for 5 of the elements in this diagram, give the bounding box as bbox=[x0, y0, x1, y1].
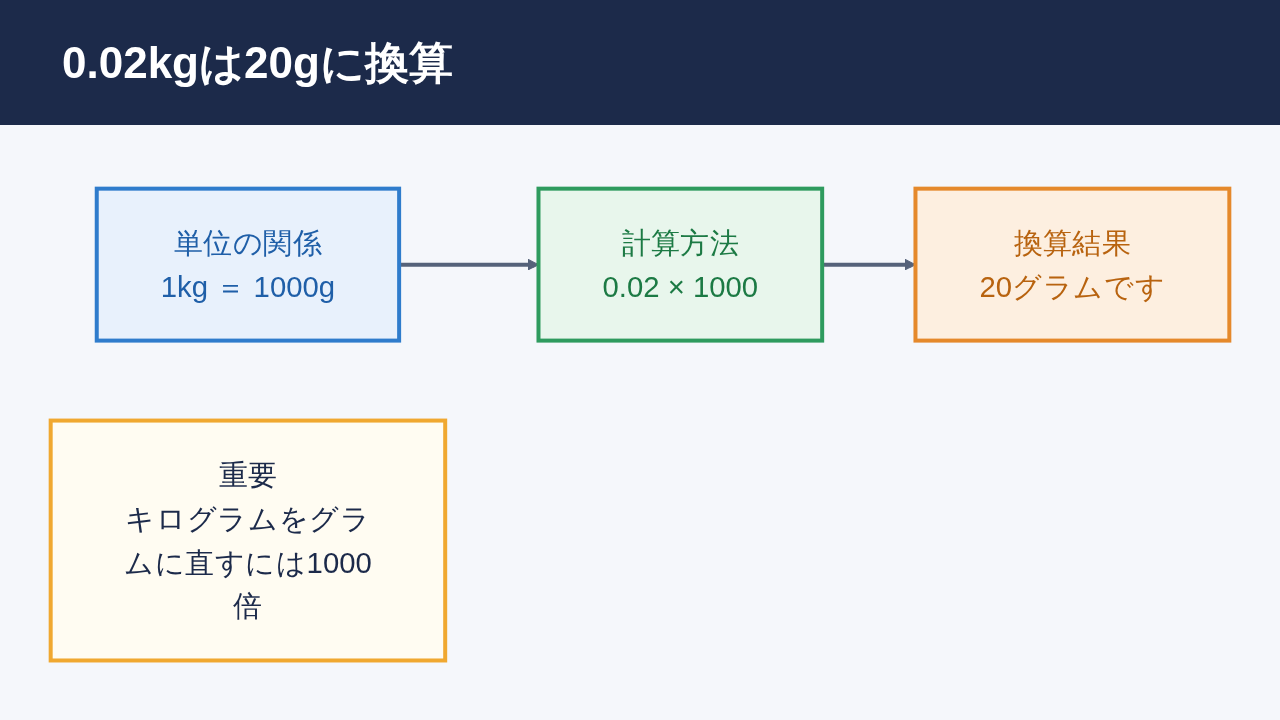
node-box: 単位の関係 1kg ＝ 1000g bbox=[94, 187, 402, 344]
title-banner: 0.02kgは20gに換算 bbox=[0, 0, 1280, 125]
node-box: 重要 キログラムをグラムに直すには1000倍 bbox=[48, 419, 448, 663]
node-box: 換算結果 20グラムです bbox=[913, 187, 1232, 344]
node-box: 計算方法 0.02 × 1000 bbox=[536, 187, 825, 344]
